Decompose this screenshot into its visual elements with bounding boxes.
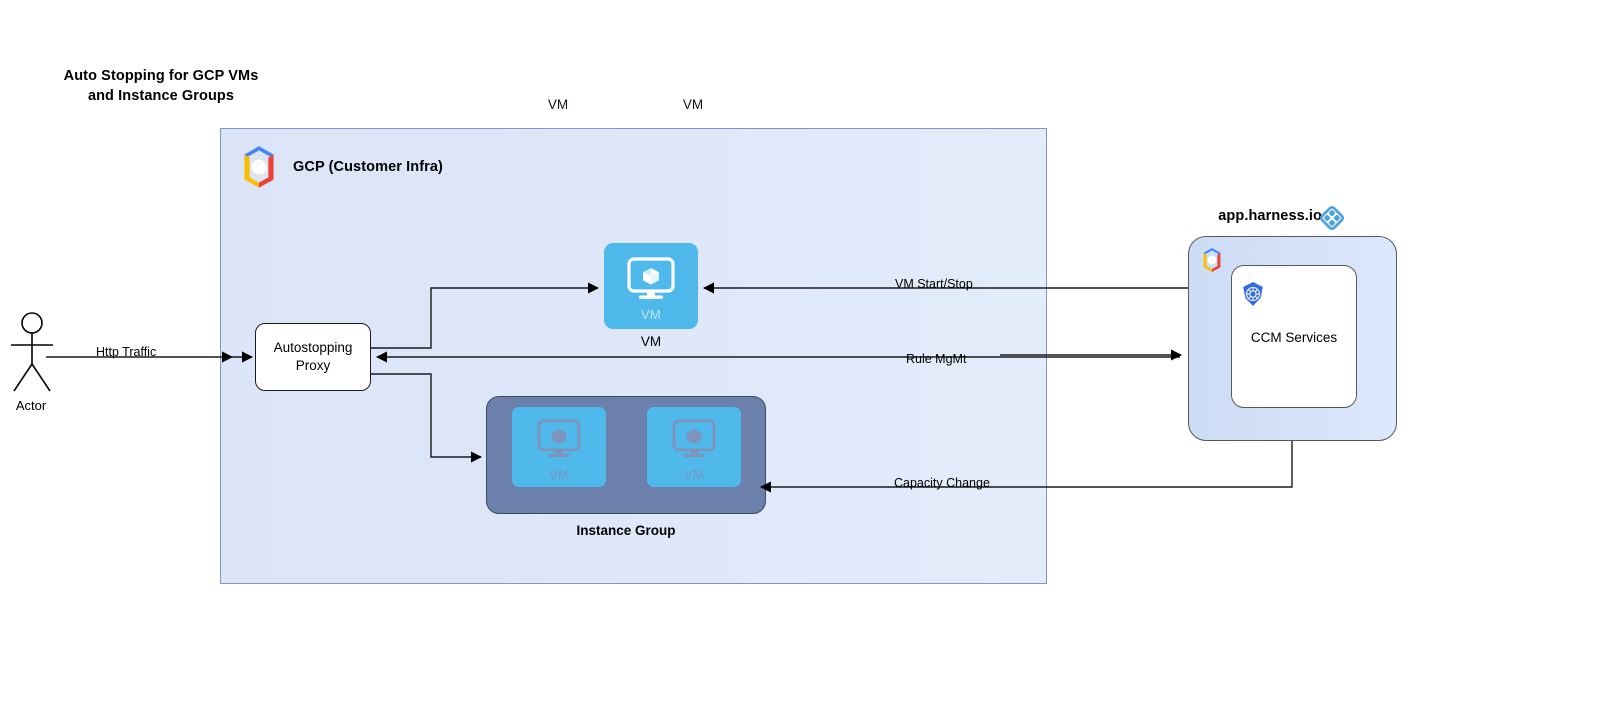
vm-node-caption: VM bbox=[640, 334, 662, 349]
instance-group-vm-2-inner-label: VM bbox=[684, 468, 704, 482]
vm-node-inner-label: VM bbox=[640, 307, 662, 322]
edge-label-vm-start-stop: VM Start/Stop bbox=[895, 277, 973, 291]
page-title: Auto Stopping for GCP VMs and Instance G… bbox=[63, 68, 259, 104]
instance-group-node[interactable]: VM VM bbox=[486, 396, 766, 514]
vm-node[interactable]: VM bbox=[604, 243, 698, 329]
instance-group-vm-1-inner-label: VM bbox=[549, 468, 569, 482]
gcp-logo-icon bbox=[244, 146, 274, 188]
instance-group-vm-1[interactable]: VM bbox=[512, 407, 606, 487]
actor-stick-figure-icon bbox=[11, 312, 53, 392]
edge-label-rule-mgmt: Rule MgMt bbox=[906, 352, 967, 366]
harness-title: app.harness.io bbox=[1218, 208, 1322, 224]
edge-label-http-traffic: Http Traffic bbox=[96, 345, 157, 359]
instance-group-vm-2[interactable]: VM bbox=[647, 407, 741, 487]
harness-diamond-logo-icon bbox=[1320, 206, 1344, 230]
autostopping-proxy-label: Autostopping Proxy bbox=[273, 340, 353, 373]
instance-group-caption: Instance Group bbox=[576, 523, 676, 538]
vm-monitor-cube-icon bbox=[672, 419, 716, 458]
kubernetes-helm-icon bbox=[1243, 282, 1263, 306]
actor-label: Actor bbox=[15, 398, 47, 413]
instance-group-vm-1-caption: VM bbox=[547, 97, 569, 112]
gcp-logo-icon bbox=[1203, 248, 1221, 272]
edge-label-capacity-change: Capacity Change bbox=[894, 476, 990, 490]
instance-group-vm-2-caption: VM bbox=[682, 97, 704, 112]
gcp-container-label: GCP (Customer Infra) bbox=[293, 159, 443, 175]
vm-monitor-cube-icon bbox=[537, 419, 581, 458]
vm-monitor-cube-icon bbox=[627, 257, 675, 299]
ccm-services-label: CCM Services bbox=[1250, 330, 1338, 345]
autostopping-proxy-node[interactable]: Autostopping Proxy bbox=[255, 323, 371, 391]
